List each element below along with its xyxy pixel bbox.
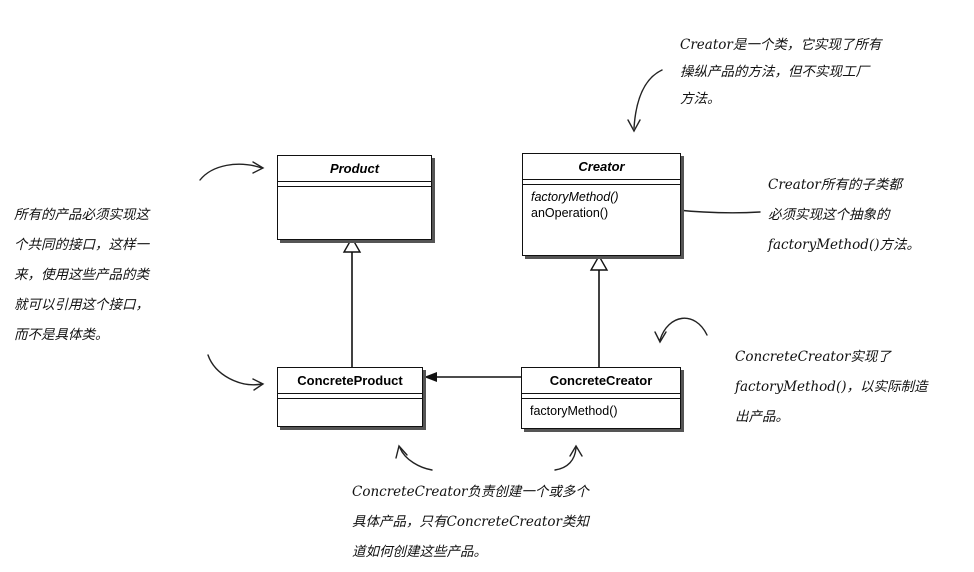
concrete-creator-methods: factoryMethod()	[522, 399, 680, 423]
creator-note: Creator是一个类，它实现了所有 操纵产品的方法，但不实现工厂 方法。	[680, 32, 881, 113]
product-attributes	[278, 182, 431, 187]
note-line: factoryMethod()，以实际制造	[735, 379, 928, 395]
arrow-to-concrete-product	[207, 354, 263, 386]
subclass-note: Creator所有的子类都 必须实现这个抽象的 factoryMethod()方…	[768, 170, 920, 260]
creator-class: Creator factoryMethod() anOperation()	[522, 153, 681, 256]
creator-method-operation: anOperation()	[531, 206, 609, 220]
arrow-to-product-head	[252, 161, 265, 174]
note-line: factoryMethod()方法。	[768, 237, 920, 253]
concrete-creator-method-factory: factoryMethod()	[530, 404, 618, 418]
concrete-product-class-name: ConcreteProduct	[278, 368, 422, 394]
note-line: ConcreteCreator负责创建一个或多个	[352, 484, 589, 500]
creator-method-factory: factoryMethod()	[531, 190, 619, 204]
note-line: ConcreteCreator实现了	[735, 349, 891, 365]
product-class: Product	[277, 155, 432, 240]
arrow-to-concrete-creator	[659, 317, 708, 341]
arrow-to-creator	[633, 69, 663, 129]
creates-arrowhead	[424, 372, 437, 382]
note-line: 必须实现这个抽象的	[768, 207, 890, 223]
concrete-creator-class-name: ConcreteCreator	[522, 368, 680, 394]
note-line: Creator所有的子类都	[768, 177, 902, 193]
arrow-to-product	[199, 163, 263, 181]
note-line: 个共同的接口，这样一	[14, 237, 149, 253]
note-line: 具体产品，只有ConcreteCreator类知	[352, 514, 589, 530]
concrete-creator-note: ConcreteCreator实现了 factoryMethod()，以实际制造…	[735, 342, 927, 432]
creator-attributes	[523, 180, 680, 185]
note-line: 道如何创建这些产品。	[352, 544, 487, 560]
inheritance-arrowhead-product	[342, 236, 362, 253]
concrete-product-class: ConcreteProduct	[277, 367, 423, 427]
note-line: 出产品。	[735, 409, 789, 425]
creator-class-name: Creator	[523, 154, 680, 180]
arrow-bottom-right	[554, 447, 577, 471]
arrow-bottom-left-head	[395, 444, 408, 459]
note-line: 来，使用这些产品的类	[14, 267, 149, 283]
concrete-creator-attributes	[522, 394, 680, 399]
concrete-creator-class: ConcreteCreator factoryMethod()	[521, 367, 681, 429]
concrete-product-attributes	[278, 394, 422, 399]
note-line: 所有的产品必须实现这	[14, 207, 149, 223]
arrow-bottom-left	[399, 447, 433, 471]
arrow-to-creator-head	[627, 119, 641, 133]
inheritance-arrowhead-creator	[589, 254, 609, 271]
arrow-to-concrete-creator-head	[654, 331, 667, 344]
arrow-bottom-right-head	[569, 444, 583, 457]
note-line: 操纵产品的方法，但不实现工厂	[680, 64, 869, 80]
product-class-name: Product	[278, 156, 431, 182]
note-line: Creator是一个类，它实现了所有	[680, 37, 882, 53]
arrow-to-concrete-product-head	[252, 378, 265, 391]
note-line: 而不是具体类。	[14, 327, 109, 343]
product-note: 所有的产品必须实现这 个共同的接口，这样一 来，使用这些产品的类 就可以引用这个…	[14, 200, 149, 350]
bottom-note: ConcreteCreator负责创建一个或多个 具体产品，只有Concrete…	[352, 477, 589, 567]
creator-methods: factoryMethod() anOperation()	[523, 185, 680, 225]
note-line: 方法。	[680, 91, 721, 107]
note-line: 就可以引用这个接口，	[14, 297, 149, 313]
